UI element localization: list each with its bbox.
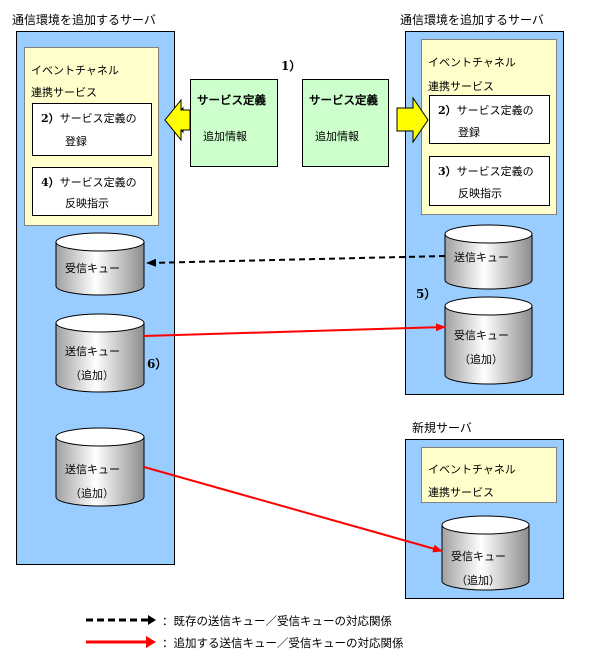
step-5-label: 5） bbox=[416, 287, 437, 301]
new-server-title: 新規サーバ bbox=[412, 421, 472, 435]
left-service-line1: イベントチャネル bbox=[31, 64, 119, 77]
step-text-2: 反映指示 bbox=[458, 187, 502, 200]
right-server-title: 通信環境を追加するサーバ bbox=[400, 13, 544, 27]
step-text-2: 登録 bbox=[65, 135, 87, 148]
new-link-arrow-1 bbox=[143, 323, 446, 337]
definition-subtitle: 追加情報 bbox=[315, 130, 359, 143]
new-link-arrow-2 bbox=[143, 466, 443, 553]
step-text-2: 登録 bbox=[458, 126, 480, 139]
right-queue-2-label: 受信キュー bbox=[454, 329, 509, 342]
yellow-arrow-left-icon bbox=[164, 98, 191, 142]
block-arrow-right-icon bbox=[396, 96, 429, 144]
definition-title: サービス定義 bbox=[197, 93, 266, 107]
left-queue-2-cylinder bbox=[55, 313, 145, 393]
step-6-label: 6） bbox=[147, 357, 168, 371]
right-step-apply: 3）サービス定義の 反映指示 bbox=[429, 156, 550, 206]
definition-subtitle: 追加情報 bbox=[203, 130, 247, 143]
service-definition-left: サービス定義 追加情報 bbox=[190, 79, 278, 167]
definition-title: サービス定義 bbox=[309, 93, 378, 107]
left-step-register: 2）サービス定義の 登録 bbox=[32, 103, 152, 156]
right-service-line2: 連携サービス bbox=[428, 80, 494, 93]
new-queue-cylinder bbox=[441, 515, 530, 591]
step-text: サービス定義の bbox=[456, 104, 534, 117]
left-queue-3-sub: （追加） bbox=[70, 487, 114, 500]
legend-existing-text: ：既存の送信キュー／受信キューの対応関係 bbox=[162, 614, 392, 628]
existing-link-arrow bbox=[146, 255, 446, 267]
right-queue-2-cylinder bbox=[444, 296, 533, 385]
left-queue-2-sub: （追加） bbox=[70, 369, 114, 382]
right-queue-1-label: 送信キュー bbox=[454, 251, 509, 264]
new-service-box: イベントチャネル 連携サービス bbox=[421, 447, 557, 503]
new-service-line1: イベントチャネル bbox=[428, 463, 516, 476]
left-queue-1-label: 受信キュー bbox=[65, 262, 120, 275]
legend-dashed-arrowhead-icon bbox=[148, 615, 156, 625]
step-number: 2） bbox=[438, 104, 457, 117]
service-definition-right: サービス定義 追加情報 bbox=[302, 79, 389, 167]
left-queue-2-label: 送信キュー bbox=[65, 345, 120, 358]
left-queue-3-label: 送信キュー bbox=[65, 463, 120, 476]
step-1-label: 1） bbox=[281, 59, 302, 73]
new-queue-label: 受信キュー bbox=[451, 550, 506, 563]
step-number: 3） bbox=[438, 165, 457, 178]
left-queue-1-cylinder bbox=[55, 232, 145, 296]
step-number: 4） bbox=[41, 176, 60, 189]
left-server-title: 通信環境を追加するサーバ bbox=[12, 13, 156, 27]
legend-solid-arrowhead-icon bbox=[146, 636, 156, 648]
legend-new-text: ：追加する送信キュー／受信キューの対応関係 bbox=[162, 636, 404, 650]
right-step-register: 2）サービス定義の 登録 bbox=[429, 95, 550, 144]
left-step-apply: 4）サービス定義の 反映指示 bbox=[32, 167, 152, 216]
left-queue-3-cylinder bbox=[55, 427, 145, 507]
new-service-line2: 連携サービス bbox=[428, 486, 494, 499]
step-text: サービス定義の bbox=[456, 165, 534, 178]
new-queue-sub: （追加） bbox=[456, 574, 500, 587]
right-queue-1-cylinder bbox=[444, 224, 533, 290]
left-service-line2: 連携サービス bbox=[31, 86, 97, 99]
step-number: 2） bbox=[41, 112, 60, 125]
step-text: サービス定義の bbox=[59, 176, 137, 189]
right-queue-2-sub: （追加） bbox=[459, 353, 503, 366]
step-text: サービス定義の bbox=[59, 112, 137, 125]
step-text-2: 反映指示 bbox=[65, 197, 109, 210]
right-service-line1: イベントチャネル bbox=[428, 56, 516, 69]
